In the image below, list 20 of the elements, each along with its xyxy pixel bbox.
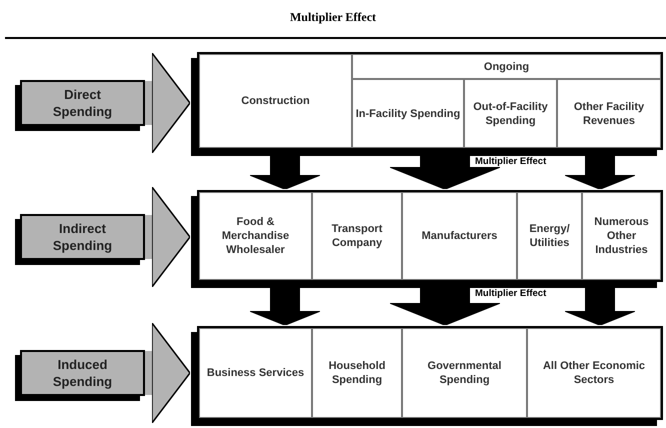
sector-cell: Out-of-Facility Spending [464,79,557,148]
sector-cell: Food & Merchandise Wholesaler [199,192,312,280]
sector-cell: Manufacturers [402,192,517,280]
edge-label: Multiplier Effect [473,289,548,299]
sector-cell: Governmental Spending [402,328,527,418]
sector-cell: Household Spending [312,328,402,418]
sector-cell: Transport Company [312,192,402,280]
sector-cell: Numerous Other Industries [582,192,661,280]
sector-cell: In-Facility Spending [352,79,464,148]
sector-cell: Energy/ Utilities [517,192,582,280]
sector-cell: Construction [199,54,352,148]
title: Multiplier Effect [288,10,378,25]
sector-cell: Other Facility Revenues [557,79,661,148]
header-cell: Ongoing [352,54,661,79]
sector-cell: All Other Economic Sectors [527,328,661,418]
edge-label: Multiplier Effect [473,157,548,167]
arrow [142,186,191,288]
sector-cell: Business Services [199,328,312,418]
arrow [142,322,191,424]
arrow [142,52,191,154]
